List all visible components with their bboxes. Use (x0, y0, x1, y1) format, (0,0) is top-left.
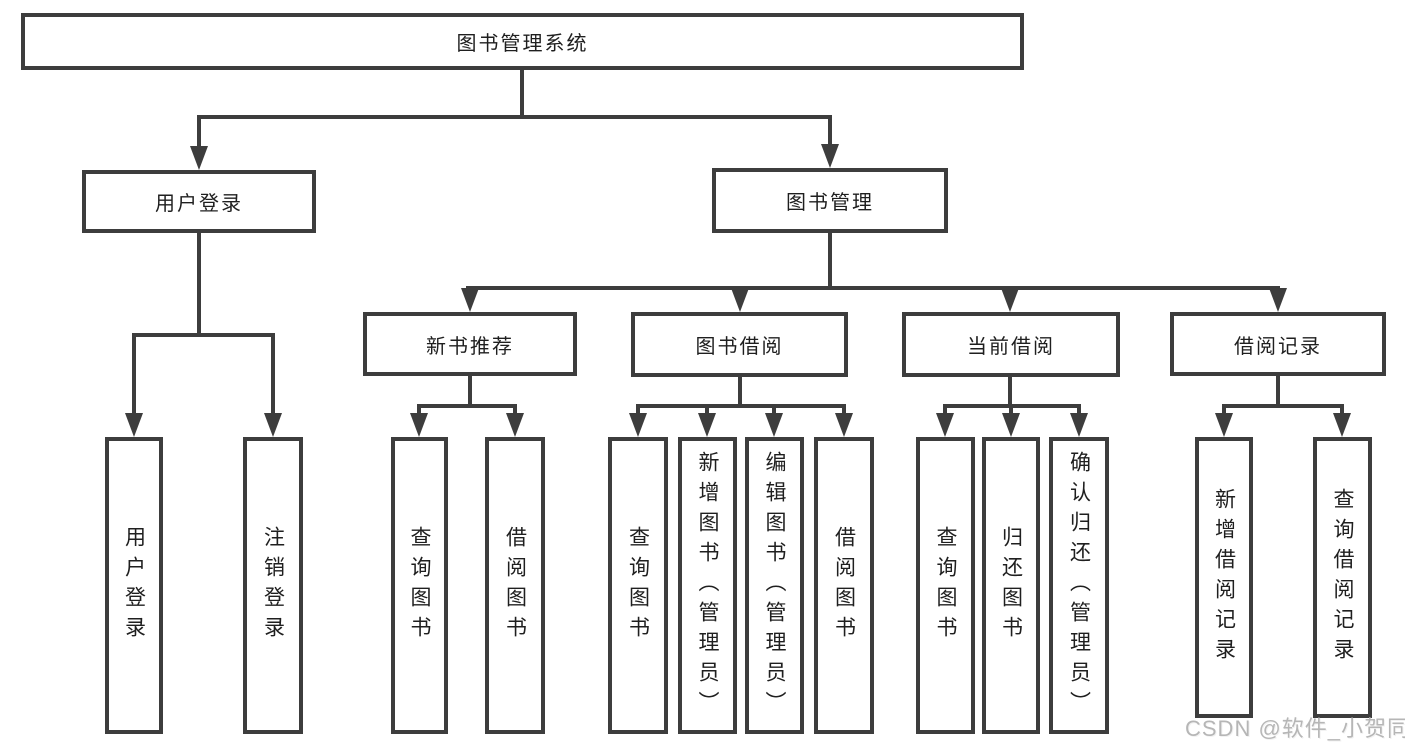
connector-rail-book-borrow (636, 404, 846, 408)
connector-book-borrow-stem (738, 376, 742, 407)
connector-drop-book-mgmt (828, 115, 832, 149)
connector-drop-leaf-11 (1077, 404, 1081, 416)
node-current-borrow-label: 当前借阅 (967, 336, 1055, 358)
leaf-cb-query-books-label: 查询图书 (934, 525, 957, 646)
arrow-down-icon (731, 288, 749, 312)
arrow-down-icon (1001, 288, 1019, 312)
arrow-down-icon (1333, 413, 1351, 437)
arrow-down-icon (698, 413, 716, 437)
connector-drop-leaf-1 (132, 333, 136, 416)
connector-new-book-stem (468, 376, 472, 407)
connector-root-stem (520, 70, 524, 118)
node-user-login-label: 用户登录 (155, 193, 243, 215)
leaf-logout-label: 注销登录 (261, 525, 285, 646)
connector-book-mgmt-stem (828, 233, 832, 290)
leaf-nbr-query-books-label: 查询图书 (408, 525, 431, 646)
connector-rail-book-mgmt (466, 286, 1280, 290)
leaf-cb-confirm-return-admin-label: 确认归还（管理员） (1067, 450, 1091, 721)
arrow-down-icon (1269, 288, 1287, 312)
node-root-label: 图书管理系统 (456, 33, 589, 55)
leaf-nbr-borrow-books-label: 借阅图书 (503, 525, 527, 646)
arrow-down-icon (506, 413, 524, 437)
connector-drop-leaf-5 (636, 404, 640, 416)
arrow-down-icon (765, 413, 783, 437)
connector-drop-leaf-6 (705, 404, 709, 416)
connector-rail-new-book (417, 404, 517, 408)
arrow-down-icon (1070, 413, 1088, 437)
connector-rail-level2 (197, 115, 832, 119)
node-new-book-recommend-label: 新书推荐 (426, 335, 514, 358)
leaf-bb-add-books-admin-label: 新增图书（管理员） (696, 450, 719, 721)
node-current-borrow: 当前借阅 (902, 312, 1120, 377)
arrow-down-icon (835, 413, 853, 437)
leaf-cb-return-books-label: 归还图书 (999, 525, 1023, 646)
arrow-down-icon (1002, 413, 1020, 437)
leaf-user-login-label: 用户登录 (122, 525, 146, 646)
node-root: 图书管理系统 (21, 13, 1024, 70)
node-book-borrow-label: 图书借阅 (695, 336, 784, 358)
connector-rail-borrow-records (1222, 404, 1344, 408)
leaf-br-add-record-label: 新增借阅记录 (1212, 487, 1236, 668)
connector-drop-leaf-9 (943, 404, 947, 416)
arrow-down-icon (190, 146, 208, 170)
leaf-user-login: 用户登录 (105, 437, 163, 734)
node-borrow-records: 借阅记录 (1170, 312, 1386, 376)
node-new-book-recommend: 新书推荐 (363, 312, 577, 376)
connector-drop-leaf-13 (1340, 404, 1344, 416)
arrow-down-icon (629, 413, 647, 437)
leaf-bb-query-books-label: 查询图书 (626, 525, 650, 646)
connector-drop-leaf-7 (772, 404, 776, 416)
node-user-login: 用户登录 (82, 170, 316, 233)
leaf-bb-edit-books-admin: 编辑图书（管理员） (745, 437, 804, 734)
leaf-nbr-query-books: 查询图书 (391, 437, 448, 734)
watermark: CSDN @软件_小贺同学 (1185, 716, 1405, 741)
leaf-cb-return-books: 归还图书 (982, 437, 1040, 734)
leaf-br-query-record-label: 查询借阅记录 (1331, 487, 1354, 668)
connector-borrow-records-stem (1276, 376, 1280, 407)
connector-drop-leaf-4 (513, 404, 517, 416)
connector-drop-user-login (197, 115, 201, 151)
connector-user-login-stem (197, 233, 201, 337)
node-book-management-label: 图书管理 (786, 192, 874, 214)
connector-drop-leaf-3 (417, 404, 421, 416)
arrow-down-icon (125, 413, 143, 437)
connector-drop-leaf-8 (842, 404, 846, 416)
leaf-cb-confirm-return-admin: 确认归还（管理员） (1049, 437, 1109, 734)
node-book-management: 图书管理 (712, 168, 948, 233)
connector-rail-user-login (132, 333, 275, 337)
leaf-logout: 注销登录 (243, 437, 303, 734)
node-book-borrow: 图书借阅 (631, 312, 848, 377)
arrow-down-icon (264, 413, 282, 437)
node-borrow-records-label: 借阅记录 (1234, 335, 1322, 358)
leaf-nbr-borrow-books: 借阅图书 (485, 437, 545, 734)
leaf-br-query-record: 查询借阅记录 (1313, 437, 1372, 718)
connector-drop-leaf-12 (1222, 404, 1226, 416)
arrow-down-icon (936, 413, 954, 437)
leaf-bb-edit-books-admin-label: 编辑图书（管理员） (763, 450, 786, 721)
leaf-bb-borrow-books: 借阅图书 (814, 437, 874, 734)
leaf-bb-add-books-admin: 新增图书（管理员） (678, 437, 737, 734)
arrow-down-icon (1215, 413, 1233, 437)
leaf-bb-query-books: 查询图书 (608, 437, 668, 734)
leaf-cb-query-books: 查询图书 (916, 437, 975, 734)
arrow-down-icon (461, 288, 479, 312)
arrow-down-icon (821, 144, 839, 168)
arrow-down-icon (410, 413, 428, 437)
connector-drop-leaf-10 (1009, 404, 1013, 416)
connector-drop-leaf-2 (271, 333, 275, 416)
connector-current-borrow-stem (1008, 376, 1012, 407)
leaf-bb-borrow-books-label: 借阅图书 (832, 525, 856, 646)
leaf-br-add-record: 新增借阅记录 (1195, 437, 1253, 718)
